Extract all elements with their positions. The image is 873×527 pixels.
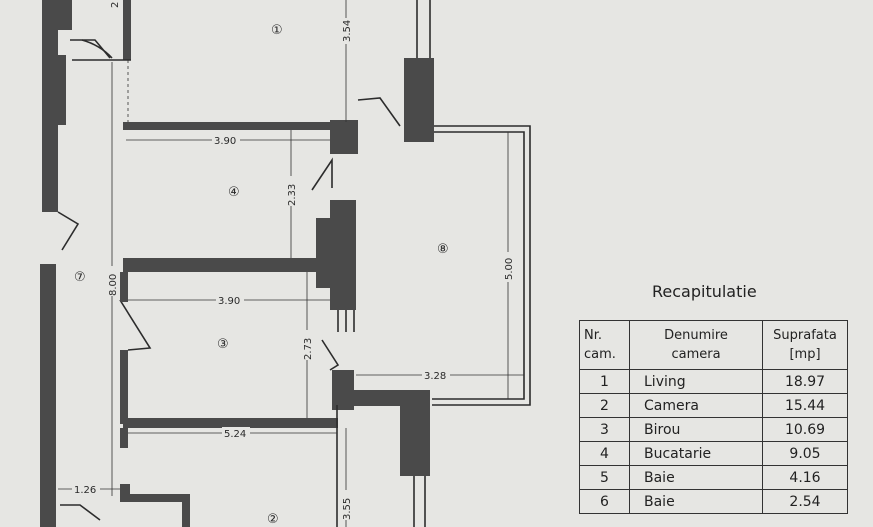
- cell-nr: 5: [579, 465, 630, 490]
- dim-3-90-mid: 3.90: [218, 296, 240, 307]
- dim-3-90-top: 3.90: [214, 136, 236, 147]
- room-number-7: ⑦: [74, 270, 86, 285]
- dim-5-00: 5.00: [504, 258, 515, 280]
- dim-8-00: 8.00: [108, 274, 119, 296]
- header-area: Suprafata[mp]: [762, 320, 848, 370]
- cell-name: Baie: [629, 465, 763, 490]
- cell-name: Bucatarie: [629, 441, 763, 466]
- table-row: 4 Bucatarie 9.05: [579, 441, 848, 466]
- exterior-wall-left: [40, 0, 72, 527]
- interior-walls: [120, 0, 434, 527]
- cell-nr: 6: [579, 489, 630, 514]
- dim-5-24: 5.24: [224, 429, 246, 440]
- cell-area: 18.97: [762, 369, 848, 394]
- dim-3-28: 3.28: [424, 371, 446, 382]
- room-number-8: ⑧: [437, 242, 449, 257]
- cell-name: Camera: [629, 393, 763, 418]
- room-number-4: ④: [228, 185, 240, 200]
- cell-nr: 2: [579, 393, 630, 418]
- dim-2-top: 2: [110, 2, 121, 8]
- cell-nr: 1: [579, 369, 630, 394]
- dim-2-73: 2.73: [303, 338, 314, 360]
- dimension-labels: 3.54 3.90 2.33 5.00 8.00 3.90 2.73 3.28 …: [72, 2, 516, 520]
- room-number-2: ②: [267, 512, 279, 527]
- dim-2-33: 2.33: [287, 184, 298, 206]
- dim-3-54: 3.54: [342, 20, 353, 42]
- cell-name: Baie: [629, 489, 763, 514]
- cell-area: 10.69: [762, 417, 848, 442]
- door-swings: [57, 39, 401, 521]
- table-row: 6 Baie 2.54: [579, 489, 848, 514]
- top-left-walls: [72, 0, 131, 125]
- header-nr: Nr.cam.: [579, 320, 630, 370]
- table-row: 1 Living 18.97: [579, 369, 848, 394]
- cell-area: 15.44: [762, 393, 848, 418]
- recap-title: Recapitulatie: [652, 282, 757, 301]
- table-row: 5 Baie 4.16: [579, 465, 848, 490]
- room-numbers: ① ④ ⑧ ⑦ ③ ②: [74, 23, 449, 527]
- table-row: 2 Camera 15.44: [579, 393, 848, 418]
- table-row: 3 Birou 10.69: [579, 417, 848, 442]
- cell-nr: 3: [579, 417, 630, 442]
- cell-area: 2.54: [762, 489, 848, 514]
- cell-area: 4.16: [762, 465, 848, 490]
- room-number-3: ③: [217, 337, 229, 352]
- cell-area: 9.05: [762, 441, 848, 466]
- room-number-1: ①: [271, 23, 283, 38]
- cell-name: Birou: [629, 417, 763, 442]
- terrace-outline: [432, 125, 531, 406]
- dim-3-55: 3.55: [342, 498, 353, 520]
- cell-name: Living: [629, 369, 763, 394]
- dim-1-26: 1.26: [74, 485, 96, 496]
- cell-nr: 4: [579, 441, 630, 466]
